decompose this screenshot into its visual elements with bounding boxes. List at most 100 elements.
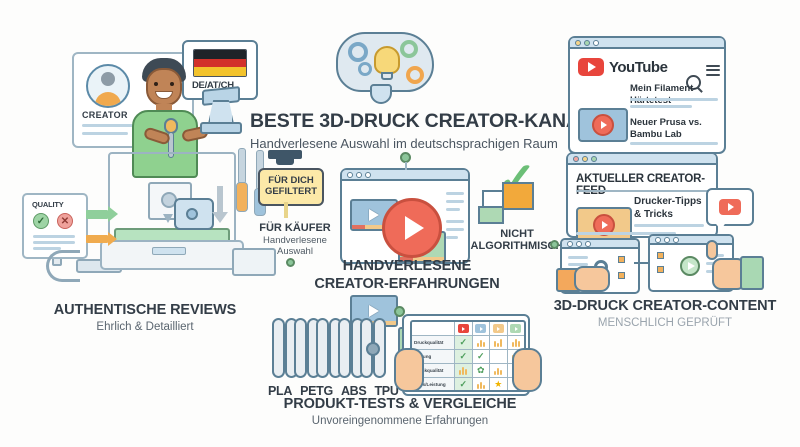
table-row: Druckqualität ✓ (412, 336, 524, 350)
gear-icon (358, 62, 372, 76)
feed-heading: AKTUELLER CREATOR-FEED (576, 173, 705, 197)
window-dot (582, 155, 588, 162)
table-cell (471, 378, 490, 390)
filament-labels: PLA PETG ABS TPU (268, 384, 399, 398)
not-algorithmic-label: NICHT ALGORITHMISCH (462, 228, 572, 252)
holding-hand-icon (394, 348, 424, 392)
bottom-caption: PRODUKT-TESTS & VERGLEICHE Unvoreingenom… (255, 396, 545, 427)
gear-icon: ✿ (476, 365, 485, 375)
flow-arrow-green (86, 206, 118, 222)
feed-thumbnail[interactable] (576, 207, 632, 243)
center-caption: HANDVERLESENE CREATOR-ERFAHRUNGEN (282, 258, 532, 292)
spool-label: TPU (374, 384, 399, 398)
not-algorithmic-line1: NICHT (500, 228, 534, 240)
page-title: BESTE 3D-DRUCK CREATOR-KANÄLE (250, 110, 605, 132)
window-dot (575, 39, 581, 46)
placeholder-line (82, 132, 128, 135)
screwdriver-icon (236, 148, 248, 242)
connector-node (550, 240, 559, 249)
brain-gears-lightbulb-icon (330, 28, 440, 106)
bar-chart-icon (476, 338, 485, 347)
buyer-label-sub2: Auswahl (277, 245, 313, 257)
youtube-video-title[interactable]: Neuer Prusa vs. Bambu Lab (630, 117, 702, 140)
gear-icon (400, 40, 418, 58)
youtube-logo-icon (578, 58, 604, 76)
table-header-row (412, 322, 524, 336)
table-row: Druckqualität ✿ (412, 364, 524, 378)
table-cell: ✓ (454, 378, 472, 390)
node-icon (618, 272, 625, 279)
graduation-cap-icon (262, 150, 302, 165)
check-icon: ✓ (459, 379, 468, 389)
window-dot (664, 236, 670, 243)
youtube-logo-icon (719, 199, 741, 215)
window-dot (567, 240, 573, 247)
feed-item-line2[interactable]: & Tricks (634, 208, 673, 220)
bar-chart-icon (459, 366, 468, 375)
play-icon (593, 214, 615, 236)
left-caption: AUTHENTISCHE REVIEWS Ehrlich & Detaillie… (0, 302, 290, 333)
window-dot (573, 155, 579, 162)
play-button-icon (492, 324, 504, 333)
center-caption-line1: HANDVERLESENE (342, 258, 472, 274)
multitool-icon (232, 248, 276, 276)
play-button-overlay[interactable] (382, 198, 442, 258)
window-dot (585, 240, 591, 247)
table-column-header (506, 322, 525, 335)
connector-line (634, 262, 650, 264)
play-icon[interactable] (680, 256, 700, 276)
filament-spool (360, 318, 386, 378)
comparison-table: Druckqualität ✓ Haftung ✓ ✓ Druckqualitä… (410, 320, 526, 392)
spool-label: PETG (300, 384, 333, 398)
printed-object (172, 196, 216, 232)
window-dot (347, 171, 353, 178)
window-dot (576, 240, 582, 247)
table-cell (489, 364, 507, 377)
table-row-label: Druckqualität (412, 336, 454, 349)
window-dot (356, 171, 362, 178)
right-caption-title: 3D-DRUCK CREATOR-CONTENT (553, 298, 777, 314)
window-dot (655, 236, 661, 243)
play-icon (592, 114, 614, 136)
step-block (502, 182, 534, 210)
feed-item-line1[interactable]: Drucker-Tipps (634, 196, 702, 207)
hamburger-menu-icon[interactable] (706, 62, 720, 78)
german-flag-icon (193, 49, 247, 77)
table-cell: ★ (489, 378, 507, 390)
node-icon (657, 266, 664, 273)
table-row: Preis/Leistung ✓ ★ ★ (412, 378, 524, 390)
printer-nozzle (163, 214, 173, 223)
table-column-header (489, 322, 507, 335)
play-button-icon (475, 324, 487, 333)
window-dot (673, 236, 679, 243)
connector-line (405, 162, 407, 170)
table-column-header (471, 322, 490, 335)
table-cell: ✓ (454, 350, 472, 363)
table-column-header (454, 322, 472, 335)
not-algorithmic-line2: ALGORITHMISCH (470, 240, 564, 252)
thumb-icon (706, 240, 718, 260)
table-row: Haftung ✓ ✓ (412, 350, 524, 364)
step-block (478, 206, 504, 224)
bottom-caption-sub: Unvoreingenommene Erfahrungen (311, 415, 489, 427)
youtube-video-title[interactable]: Mein Filament-Härtetest (630, 83, 697, 106)
check-icon: ✓ (476, 351, 485, 361)
filament-spools (272, 318, 386, 378)
play-icon (369, 305, 379, 317)
creator-feed-window: AKTUELLER CREATOR-FEED Drucker-Tipps & T… (566, 152, 718, 243)
region-badge-label: DE/AT/CH (192, 80, 234, 91)
search-icon[interactable] (686, 75, 701, 90)
video-thumbnail[interactable] (578, 108, 628, 142)
table-cell (506, 336, 525, 349)
window-titlebar (570, 38, 724, 49)
filter-badge-line1: FÜR DICH (268, 175, 314, 187)
node-icon (618, 256, 625, 263)
spool-label: PLA (268, 384, 293, 398)
window-titlebar (568, 154, 716, 165)
window-dot (591, 155, 597, 162)
gear-icon (406, 66, 424, 84)
window-titlebar (650, 236, 732, 245)
youtube-brand[interactable]: YouTube (578, 58, 668, 76)
table-cell (471, 336, 490, 349)
sleeve (740, 256, 764, 290)
